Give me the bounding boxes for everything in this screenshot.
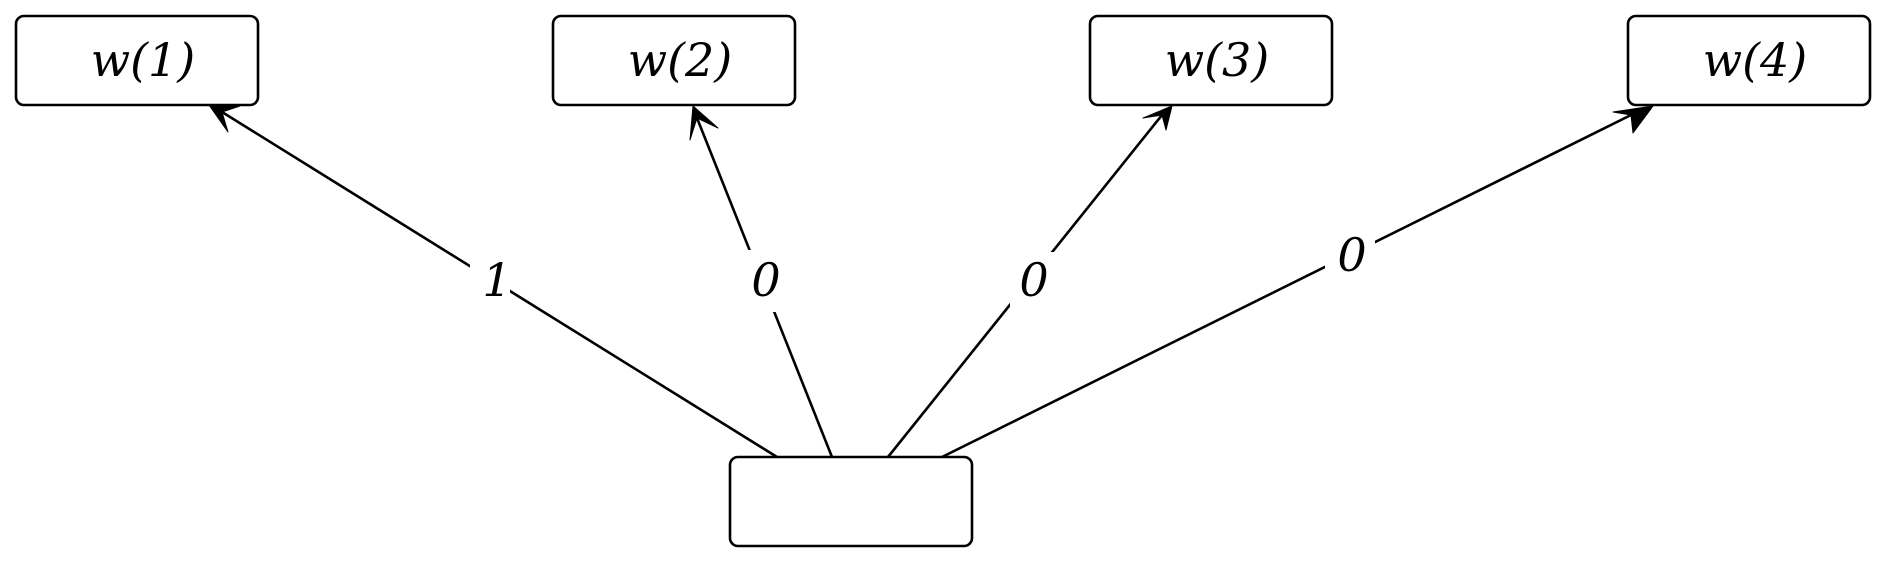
- target-label-2: w(2): [628, 33, 733, 87]
- arrowheads: [208, 104, 1654, 141]
- target-label-3: w(3): [1165, 33, 1270, 87]
- target-node-2: w(2): [551, 14, 797, 107]
- target-box-2: [551, 14, 797, 107]
- edge-label-3: 0: [1019, 253, 1048, 307]
- edge-label-gaps: [470, 228, 1375, 312]
- edge-label-4: 0: [1337, 228, 1366, 282]
- target-node-3: w(3): [1088, 14, 1334, 107]
- target-node-1: w(1): [14, 14, 260, 107]
- edge-label-1: 1: [482, 253, 511, 307]
- target-label-4: w(4): [1703, 33, 1808, 87]
- edge-line-4: [941, 113, 1632, 459]
- source-box: [728, 455, 974, 548]
- edge-labels: 1 0 0 0: [482, 228, 1366, 307]
- source-node: [728, 455, 974, 548]
- target-box-1: [14, 14, 260, 107]
- arrowhead-1: [208, 104, 241, 133]
- target-box-4: [1626, 14, 1872, 107]
- target-node-4: w(4): [1626, 14, 1872, 107]
- arrowhead-4: [1612, 105, 1654, 134]
- target-box-3: [1088, 14, 1334, 107]
- edge-label-2: 0: [751, 253, 780, 307]
- edges: [221, 110, 1632, 459]
- target-label-1: w(1): [91, 33, 196, 87]
- arrowhead-2: [689, 105, 719, 141]
- arrowhead-3: [1142, 105, 1173, 131]
